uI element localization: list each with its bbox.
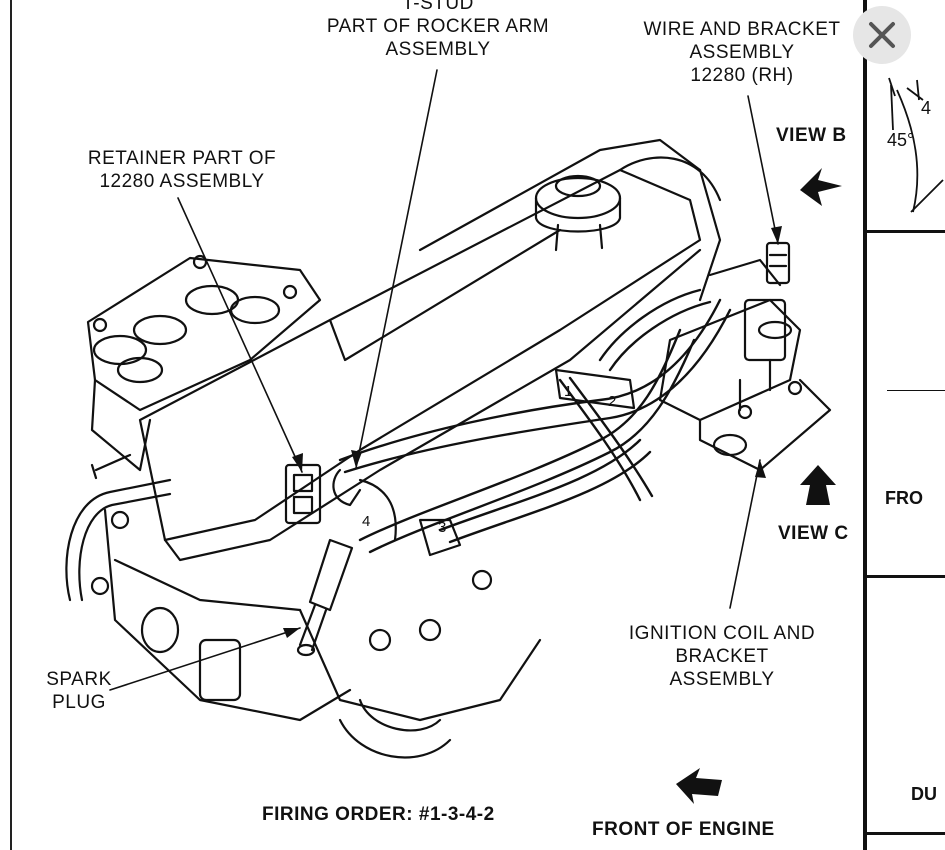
- ignition-coil-label: IGNITION COIL AND BRACKET ASSEMBLY: [612, 622, 832, 691]
- angle-label-clipped: 4: [921, 98, 932, 118]
- valve-cover: [138, 138, 722, 562]
- adjacent-page-panel: 45° 4 FRO DU: [863, 0, 945, 850]
- wire-bracket-line1: WIRE AND BRACKET: [643, 19, 841, 40]
- view-b-label: VIEW B: [776, 125, 847, 146]
- ignition-line1: IGNITION COIL AND: [628, 623, 816, 644]
- spark-plug-label: SPARK PLUG: [36, 668, 122, 714]
- wire-number-2: 2: [608, 393, 617, 410]
- ignition-line3: ASSEMBLY: [669, 669, 775, 690]
- ignition-line2: BRACKET: [675, 646, 769, 667]
- close-icon: [869, 22, 895, 48]
- spark-plug-wires: [338, 288, 732, 554]
- oil-filler-cap: [534, 174, 622, 252]
- wire-number-3: 3: [438, 519, 447, 536]
- engine-illustration: [65, 69, 842, 804]
- t-stud-line2: PART OF ROCKER ARM: [326, 16, 550, 37]
- spark-line2: PLUG: [52, 692, 106, 713]
- panel-divider: [887, 390, 945, 391]
- direction-arrow-icon: [800, 168, 842, 206]
- page-left-border: [10, 0, 12, 850]
- close-button[interactable]: [853, 6, 911, 64]
- clipped-text-du: DU: [911, 784, 937, 804]
- spark-plug-boots: [296, 468, 462, 657]
- wire-bracket-line3: 12280 (RH): [690, 65, 794, 86]
- leader-lines: [109, 69, 779, 691]
- wire-connector: [765, 241, 791, 285]
- direction-arrow-icon: [676, 768, 722, 804]
- leader-arrowheads: [283, 226, 782, 638]
- spark-line1: SPARK: [46, 669, 112, 690]
- t-stud-line3: ASSEMBLY: [385, 39, 491, 60]
- view-c-label: VIEW C: [778, 523, 849, 544]
- panel-divider: [867, 575, 945, 578]
- angle-drawing: [888, 77, 944, 213]
- wire-number-4: 4: [362, 513, 371, 530]
- cylinder-head: [103, 508, 542, 759]
- t-stud-label: T-STUD PART OF ROCKER ARM ASSEMBLY: [318, 0, 558, 61]
- front-of-engine-label: FRONT OF ENGINE: [592, 819, 775, 840]
- retainer-line1: RETAINER PART OF: [87, 148, 277, 169]
- ignition-coil: [658, 258, 832, 472]
- retainer-label: RETAINER PART OF 12280 ASSEMBLY: [72, 147, 292, 193]
- wire-number-1: 1: [564, 383, 573, 400]
- panel-divider: [867, 832, 945, 835]
- clipped-text-fro: FRO: [885, 488, 923, 508]
- angle-label: 45°: [887, 130, 915, 150]
- intake-manifold: [86, 254, 322, 472]
- firing-order-label: FIRING ORDER: #1-3-4-2: [262, 804, 495, 825]
- panel-divider: [867, 230, 945, 233]
- wire-separator: [554, 368, 636, 410]
- wire-retainer: [284, 463, 322, 525]
- t-stud-line1: T-STUD: [402, 0, 474, 14]
- retainer-line2: 12280 ASSEMBLY: [99, 171, 265, 192]
- wire-bracket-label: WIRE AND BRACKET ASSEMBLY 12280 (RH): [632, 18, 852, 87]
- direction-arrow-icon: [800, 465, 836, 505]
- breather-tube: [65, 453, 172, 602]
- wire-bracket-line2: ASSEMBLY: [689, 42, 795, 63]
